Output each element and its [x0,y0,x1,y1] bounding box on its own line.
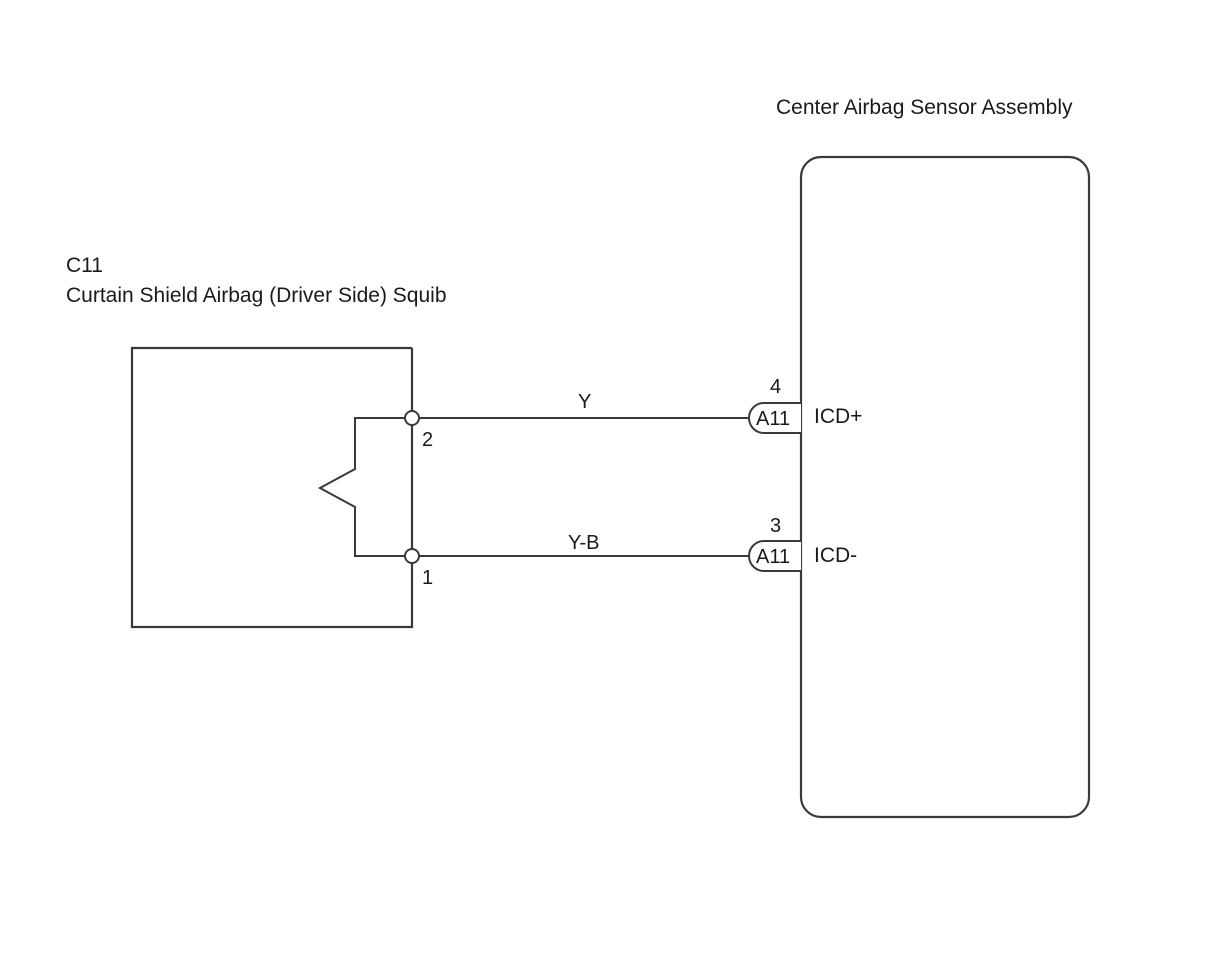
signal-icd-plus: ICD+ [814,405,862,428]
squib-pin-1-number: 1 [422,567,433,589]
squib-pin-1-terminal [404,548,420,564]
sensor-pin-4-number: 4 [770,376,781,398]
connector-a11-pin4-label: A11 [756,408,790,430]
signal-icd-minus: ICD- [814,544,857,567]
squib-pin-2-terminal [404,410,420,426]
wire-y-label: Y [578,391,591,413]
connector-a11-pin4 [748,402,801,434]
squib-pin-2-number: 2 [422,429,433,451]
squib-element [317,417,412,557]
sensor-title: Center Airbag Sensor Assembly [776,96,1073,119]
connector-a11-pin3 [748,540,801,572]
squib-code: C11 [66,254,103,277]
sensor-pin-3-number: 3 [770,515,781,537]
connector-a11-pin3-label: A11 [756,546,790,568]
squib-title: Curtain Shield Airbag (Driver Side) Squi… [66,284,447,307]
squib-box [130,346,414,629]
sensor-assembly-box [799,155,1091,819]
wire-y-b-label: Y-B [568,532,600,554]
